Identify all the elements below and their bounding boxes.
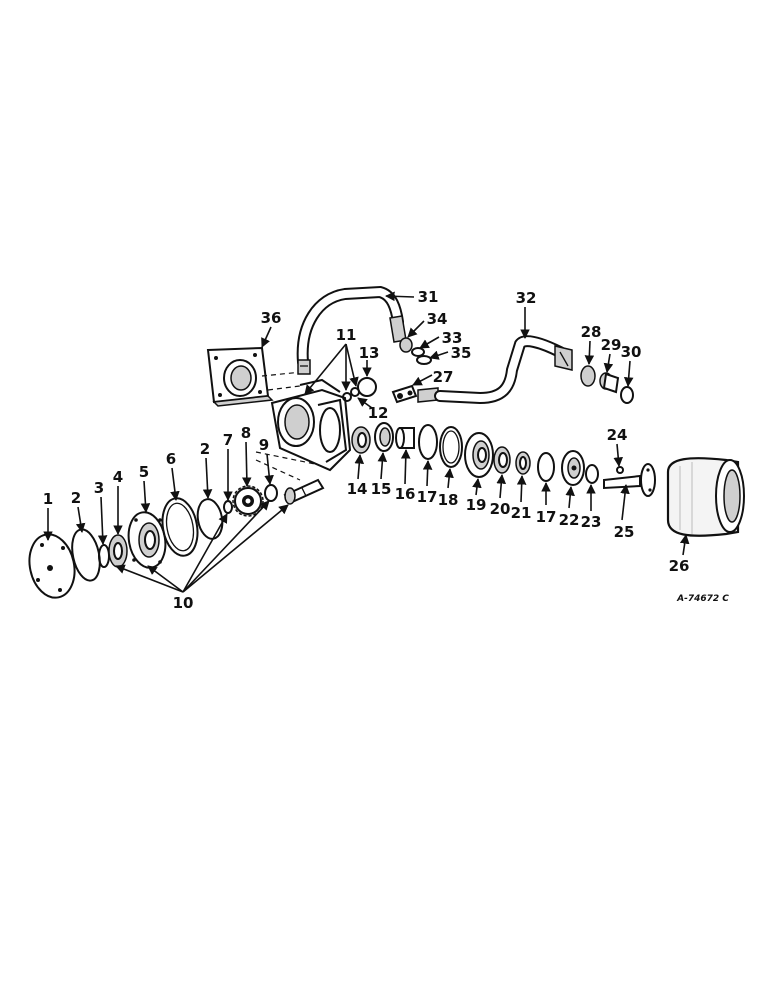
- callout-9: 9: [259, 436, 269, 454]
- washer-part: [223, 500, 233, 514]
- elbow-fitting-part: [391, 384, 439, 404]
- callout-17b: 17: [536, 508, 557, 526]
- hydraulic-hose-part-2: [434, 335, 573, 405]
- callout-16: 16: [395, 485, 416, 503]
- hub-cap-part: [561, 450, 585, 486]
- callout-6: 6: [166, 450, 176, 468]
- guide-line: [255, 459, 301, 481]
- callout-35: 35: [451, 344, 472, 362]
- ring-part: [264, 484, 278, 502]
- callout-26: 26: [669, 557, 690, 575]
- callout-10: 10: [173, 594, 194, 612]
- callout-30: 30: [621, 343, 642, 361]
- retainer-part: [464, 432, 494, 478]
- shim-part: [418, 424, 438, 460]
- callout-18: 18: [438, 491, 459, 509]
- bearing-part: [108, 534, 128, 568]
- callout-8: 8: [241, 424, 251, 442]
- bearing-cup-part: [374, 422, 394, 452]
- fitting-part: [399, 337, 432, 365]
- callout-11: 11: [336, 326, 357, 344]
- leader-arrows: [43, 291, 690, 593]
- gear-part: [232, 485, 264, 517]
- cover-plate-part: [28, 533, 76, 599]
- bearing-part-2: [515, 451, 531, 475]
- seal-part: [493, 446, 511, 474]
- bearing-cone-part: [351, 426, 371, 454]
- callout-21: 21: [511, 504, 532, 522]
- spacer-part: [395, 427, 415, 449]
- callout-19: 19: [466, 496, 487, 514]
- callout-12: 12: [368, 404, 389, 422]
- drawing-reference-number: A-74672 C: [676, 594, 729, 604]
- callout-22: 22: [559, 511, 580, 529]
- callout-13: 13: [359, 344, 380, 362]
- callout-32: 32: [516, 289, 537, 307]
- callout-14: 14: [347, 480, 368, 498]
- callout-29: 29: [601, 336, 622, 354]
- tire-part: [666, 457, 745, 537]
- callout-7: 7: [223, 431, 233, 449]
- callout-34: 34: [427, 310, 448, 328]
- callout-labels: 1 2 3 4 5 6 2 7 8 9 10 11 12 13 14 15 16…: [43, 288, 690, 612]
- o-ring-part: [357, 377, 377, 397]
- gear-housing-part: [270, 378, 352, 472]
- shaft-part: [283, 478, 325, 505]
- callout-23: 23: [581, 513, 602, 531]
- callout-2b: 2: [200, 440, 210, 458]
- washer-part-2: [585, 464, 599, 484]
- snap-ring-part: [98, 544, 110, 568]
- adapter-part: [580, 365, 634, 404]
- wheel-spindle-part: [603, 463, 656, 497]
- mounting-flange-part: [206, 346, 274, 407]
- callout-25: 25: [614, 523, 635, 541]
- gasket-ring-part: [439, 426, 463, 468]
- callout-5: 5: [139, 463, 149, 481]
- callout-4: 4: [113, 468, 123, 486]
- callout-15: 15: [371, 480, 392, 498]
- callout-31: 31: [418, 288, 439, 306]
- callout-27: 27: [433, 368, 454, 386]
- callout-2: 2: [71, 489, 81, 507]
- callout-20: 20: [490, 500, 511, 518]
- shim-part-2: [537, 452, 555, 482]
- callout-1: 1: [43, 490, 53, 508]
- gasket-part-2: [196, 498, 224, 540]
- callout-33: 33: [442, 329, 463, 347]
- callout-36: 36: [261, 309, 282, 327]
- callout-3: 3: [94, 479, 104, 497]
- callout-24: 24: [607, 426, 628, 444]
- callout-28: 28: [581, 323, 602, 341]
- callout-17: 17: [417, 488, 438, 506]
